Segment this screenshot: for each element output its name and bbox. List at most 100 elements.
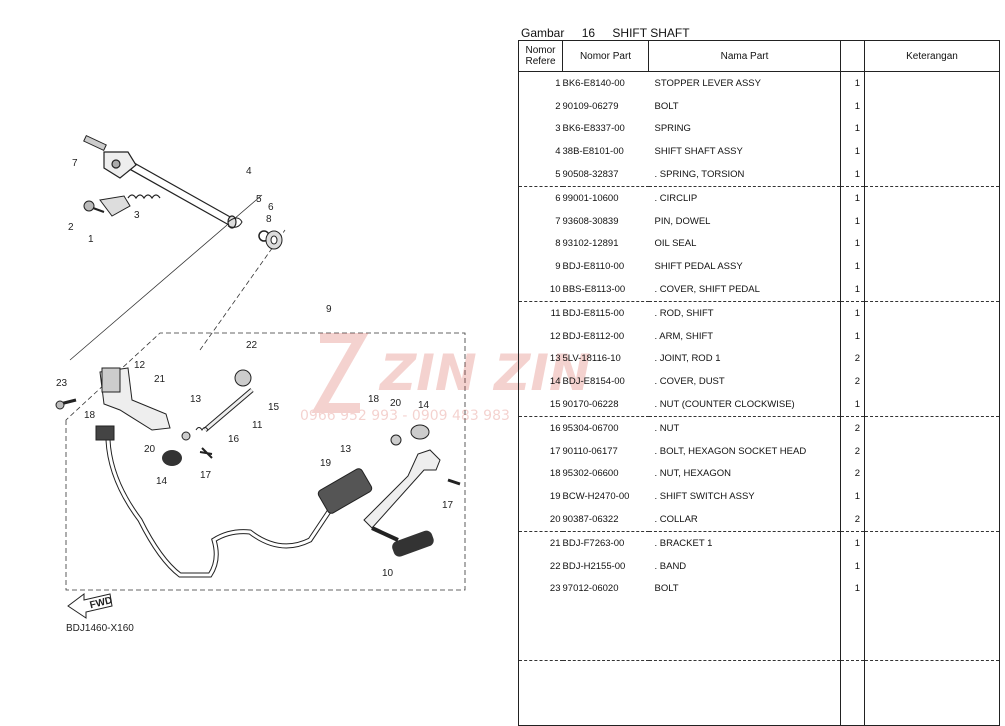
col-ref-header: Nomor Refere bbox=[518, 40, 563, 72]
quantity-cell: 1 bbox=[840, 554, 865, 578]
ref-cell: 19 bbox=[549, 491, 561, 503]
part-number-cell: 90387-06322 bbox=[562, 508, 649, 532]
quantity-cell: 1 bbox=[840, 485, 865, 509]
note-cell bbox=[865, 463, 1000, 486]
note-cell bbox=[865, 72, 1000, 95]
part-name-cell: . SPRING, TORSION bbox=[648, 163, 841, 187]
fwd-arrow-icon: FWD bbox=[67, 593, 114, 619]
quantity-cell: 1 bbox=[840, 94, 865, 118]
page-title: SHIFT SHAFT bbox=[612, 26, 690, 40]
part-number-cell: BK6-E8140-00 bbox=[562, 77, 625, 89]
quantity-cell: 1 bbox=[840, 209, 865, 233]
callout-label: 8 bbox=[266, 214, 272, 225]
part-number-cell: 90508-32837 bbox=[562, 163, 649, 187]
quantity-cell: 1 bbox=[840, 531, 865, 555]
ref-cell: 23 bbox=[549, 583, 561, 595]
part-number-cell: 97012-06020 bbox=[562, 583, 619, 595]
part-number-cell: 95302-06600 bbox=[562, 468, 619, 480]
part-name-cell: . NUT bbox=[654, 422, 680, 434]
ref-cell: 12 bbox=[549, 330, 561, 342]
quantity-cell: 2 bbox=[840, 462, 865, 486]
callout-label: 2 bbox=[68, 222, 74, 233]
callout-label: 13 bbox=[340, 444, 352, 455]
callout-label: 4 bbox=[246, 166, 252, 177]
part-number-cell: 90170-06228 bbox=[562, 393, 649, 417]
ref-cell: 7 bbox=[555, 215, 561, 227]
note-cell bbox=[865, 348, 1000, 371]
col-note-header: Keterangan bbox=[864, 40, 1000, 72]
part-name-cell: . COVER, SHIFT PEDAL bbox=[648, 278, 841, 302]
part-number-cell: 95304-06700 bbox=[562, 422, 619, 434]
quantity-cell: 1 bbox=[840, 255, 865, 279]
gambar-number: 16 bbox=[581, 26, 596, 40]
note-cell bbox=[865, 370, 1000, 393]
col-name-header: Nama Part bbox=[648, 40, 841, 72]
part-name-cell: . ROD, SHIFT bbox=[654, 307, 714, 319]
part-number-cell: 99001-10600 bbox=[562, 192, 619, 204]
note-cell bbox=[865, 118, 1000, 141]
note-cell bbox=[864, 278, 1000, 302]
callout-label: 14 bbox=[418, 400, 430, 411]
callout-label: 17 bbox=[442, 500, 454, 511]
note-cell bbox=[865, 233, 1000, 256]
ref-cell: 4 bbox=[555, 146, 561, 158]
ref-cell: 11 bbox=[550, 307, 561, 319]
quantity-cell: 1 bbox=[840, 71, 865, 95]
parts-table: Nomor Refere Nomor Part Nama Part Ketera… bbox=[518, 40, 1000, 726]
part-name-cell: SHIFT PEDAL ASSY bbox=[654, 261, 743, 273]
callout-label: 19 bbox=[320, 458, 332, 469]
part-name-cell: . BOLT, HEXAGON SOCKET HEAD bbox=[654, 445, 807, 457]
col-qty-header bbox=[840, 40, 865, 72]
note-cell bbox=[864, 508, 1000, 532]
note-cell bbox=[865, 95, 1000, 118]
shift-shaft bbox=[103, 151, 237, 229]
part-number-cell: 90110-06177 bbox=[562, 445, 618, 457]
callout-label: 1 bbox=[88, 234, 94, 245]
callout-label: 20 bbox=[390, 398, 402, 409]
ref-cell: 10 bbox=[518, 278, 563, 302]
quantity-cell: 1 bbox=[840, 278, 865, 302]
part-number-cell: 93102-12891 bbox=[562, 238, 619, 250]
callout-label: 6 bbox=[268, 202, 274, 213]
ref-cell: 6 bbox=[555, 192, 561, 204]
quantity-cell: 1 bbox=[840, 577, 865, 601]
note-cell bbox=[864, 393, 1000, 417]
note-cell bbox=[864, 163, 1000, 187]
callout-label: 5 bbox=[256, 194, 262, 205]
ref-cell: 14 bbox=[549, 376, 561, 388]
part-number-cell: 5LV-18116-10 bbox=[562, 353, 621, 365]
note-cell bbox=[865, 440, 1000, 463]
callout-label: 18 bbox=[84, 410, 96, 421]
quantity-cell: 1 bbox=[840, 186, 865, 210]
callout-label: 14 bbox=[156, 476, 168, 487]
quantity-cell: 2 bbox=[840, 347, 865, 371]
note-cell bbox=[865, 485, 1000, 508]
part-number-cell: 90109-06279 bbox=[562, 100, 619, 112]
part-number-cell: 93608-30839 bbox=[562, 215, 619, 227]
quantity-cell: 2 bbox=[840, 370, 865, 394]
part-name-cell: . SHIFT SWITCH ASSY bbox=[654, 491, 755, 503]
callout-label: 22 bbox=[246, 340, 258, 351]
part-name-cell: . NUT, HEXAGON bbox=[654, 468, 732, 480]
part-number-cell: BCW-H2470-00 bbox=[562, 491, 630, 503]
ref-cell: 2 bbox=[555, 100, 561, 112]
fwd-label: FWD bbox=[89, 595, 114, 611]
quantity-cell: 1 bbox=[840, 301, 865, 325]
part-name-cell: . COVER, DUST bbox=[654, 376, 725, 388]
part-name-cell: STOPPER LEVER ASSY bbox=[654, 77, 761, 89]
part-name-cell: . BRACKET 1 bbox=[654, 537, 713, 549]
part-name-cell: OIL SEAL bbox=[654, 238, 697, 250]
callout-label: 3 bbox=[134, 210, 140, 221]
